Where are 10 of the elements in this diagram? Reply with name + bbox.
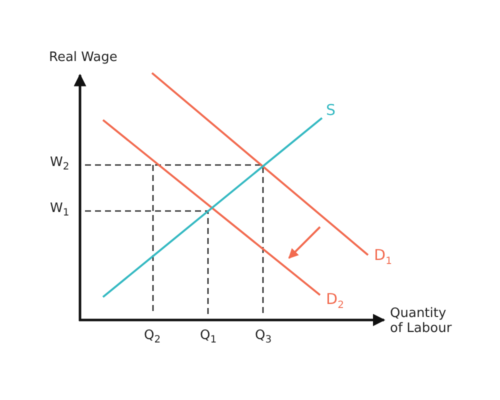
tick-label: Q$_{2}$ [144, 328, 161, 348]
tick-label: Q$_{3}$ [255, 328, 272, 348]
axis-title: Real Wage [49, 50, 118, 65]
axis-title: Quantity of Labour [390, 306, 453, 336]
tick-label: Q$_{1}$ [200, 328, 217, 348]
curve-label: D$_{1}$ [374, 248, 392, 269]
curve-label: D$_{2}$ [326, 292, 344, 313]
curve-label: S [326, 103, 336, 118]
tick-label: W$_{2}$ [50, 155, 70, 175]
tick-label: W$_{1}$ [50, 201, 70, 221]
